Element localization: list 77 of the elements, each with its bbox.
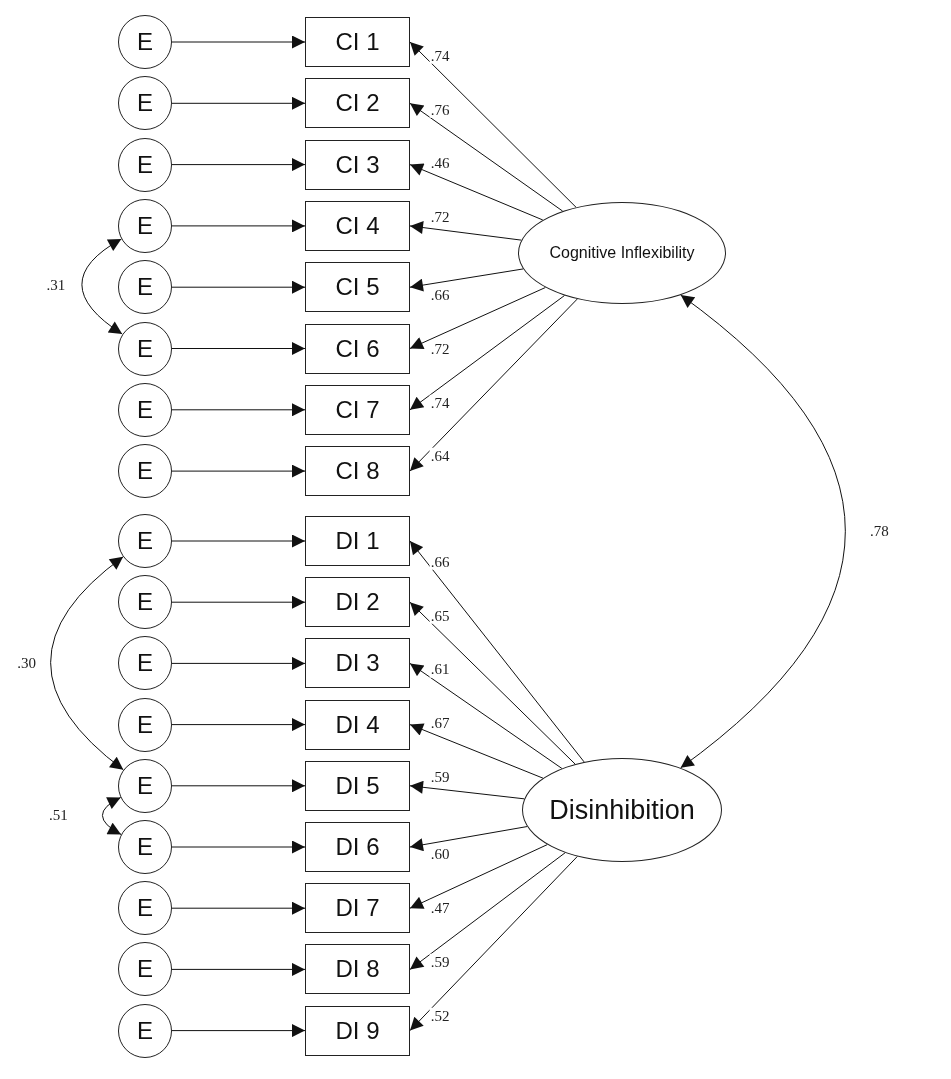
- arrow: [409, 163, 544, 221]
- edge-label: .52: [429, 1007, 451, 1024]
- arrow: [409, 601, 576, 765]
- arrow: [171, 280, 306, 294]
- arrow: [409, 723, 544, 779]
- indicator-box: CI 8: [305, 446, 410, 497]
- arrow: [171, 595, 306, 609]
- latent-ellipse: Cognitive Inflexibility: [518, 202, 726, 304]
- arrow: [409, 780, 525, 800]
- arrow: [171, 901, 306, 915]
- error-circle: E: [118, 820, 172, 874]
- arrow: [409, 540, 585, 763]
- error-circle: E: [118, 697, 172, 752]
- arrow: [171, 342, 306, 355]
- arrow: [171, 158, 306, 172]
- arrow: [171, 840, 306, 854]
- indicator-box: DI 2: [305, 577, 410, 628]
- arrow: [409, 287, 546, 350]
- indicator-box: DI 7: [305, 883, 410, 934]
- indicator-box: DI 5: [305, 760, 410, 811]
- arrow: [409, 295, 566, 411]
- curved-double-arrow: [81, 238, 123, 335]
- arrow: [409, 298, 578, 472]
- latent-ellipse: Disinhibition: [522, 758, 722, 862]
- arrow: [409, 856, 578, 1032]
- arrow: [171, 403, 306, 417]
- error-circle: E: [118, 137, 172, 192]
- arrow: [409, 102, 564, 212]
- indicator-box: CI 2: [305, 78, 410, 129]
- arrow: [171, 96, 306, 110]
- error-circle: E: [118, 514, 172, 568]
- indicator-box: DI 1: [305, 516, 410, 566]
- indicator-box: DI 6: [305, 822, 410, 872]
- arrow: [409, 852, 566, 970]
- error-circle: E: [118, 881, 172, 936]
- arrow: [171, 1024, 306, 1038]
- error-circle: E: [118, 758, 172, 813]
- arrow: [171, 534, 306, 548]
- arrow: [171, 779, 306, 793]
- indicator-box: DI 8: [305, 944, 410, 995]
- curved-double-arrow: [680, 294, 846, 769]
- indicator-box: DI 9: [305, 1005, 410, 1056]
- error-circle: E: [118, 321, 172, 376]
- arrow: [171, 219, 306, 233]
- error-circle: E: [118, 15, 172, 69]
- error-circle: E: [118, 444, 172, 499]
- indicator-box: DI 3: [305, 638, 410, 689]
- indicator-box: CI 5: [305, 262, 410, 313]
- arrow: [409, 41, 577, 208]
- error-circle: E: [118, 76, 172, 131]
- arrow: [409, 662, 563, 769]
- error-circle: E: [118, 575, 172, 630]
- error-circle: E: [118, 942, 172, 997]
- curved-double-arrow: [50, 556, 124, 771]
- arrow: [171, 962, 306, 976]
- edge-label: .74: [429, 394, 451, 411]
- arrow: [171, 718, 306, 732]
- arrow: [409, 221, 522, 241]
- arrow: [171, 656, 306, 670]
- arrow: [409, 844, 548, 909]
- error-circle: E: [118, 382, 172, 437]
- indicator-box: CI 7: [305, 384, 410, 435]
- error-circle: E: [118, 636, 172, 691]
- arrow: [171, 35, 306, 49]
- indicator-box: CI 4: [305, 200, 410, 251]
- arrow: [171, 464, 306, 478]
- error-circle: E: [118, 198, 172, 253]
- indicator-box: CI 6: [305, 323, 410, 374]
- indicator-box: DI 4: [305, 699, 410, 750]
- curved-double-arrow: [101, 796, 122, 835]
- indicator-box: CI 3: [305, 139, 410, 190]
- indicator-box: CI 1: [305, 17, 410, 67]
- error-circle: E: [118, 1003, 172, 1058]
- arrow: [409, 268, 524, 292]
- arrow: [409, 826, 528, 852]
- edge-label: .61: [429, 661, 451, 678]
- error-circle: E: [118, 260, 172, 315]
